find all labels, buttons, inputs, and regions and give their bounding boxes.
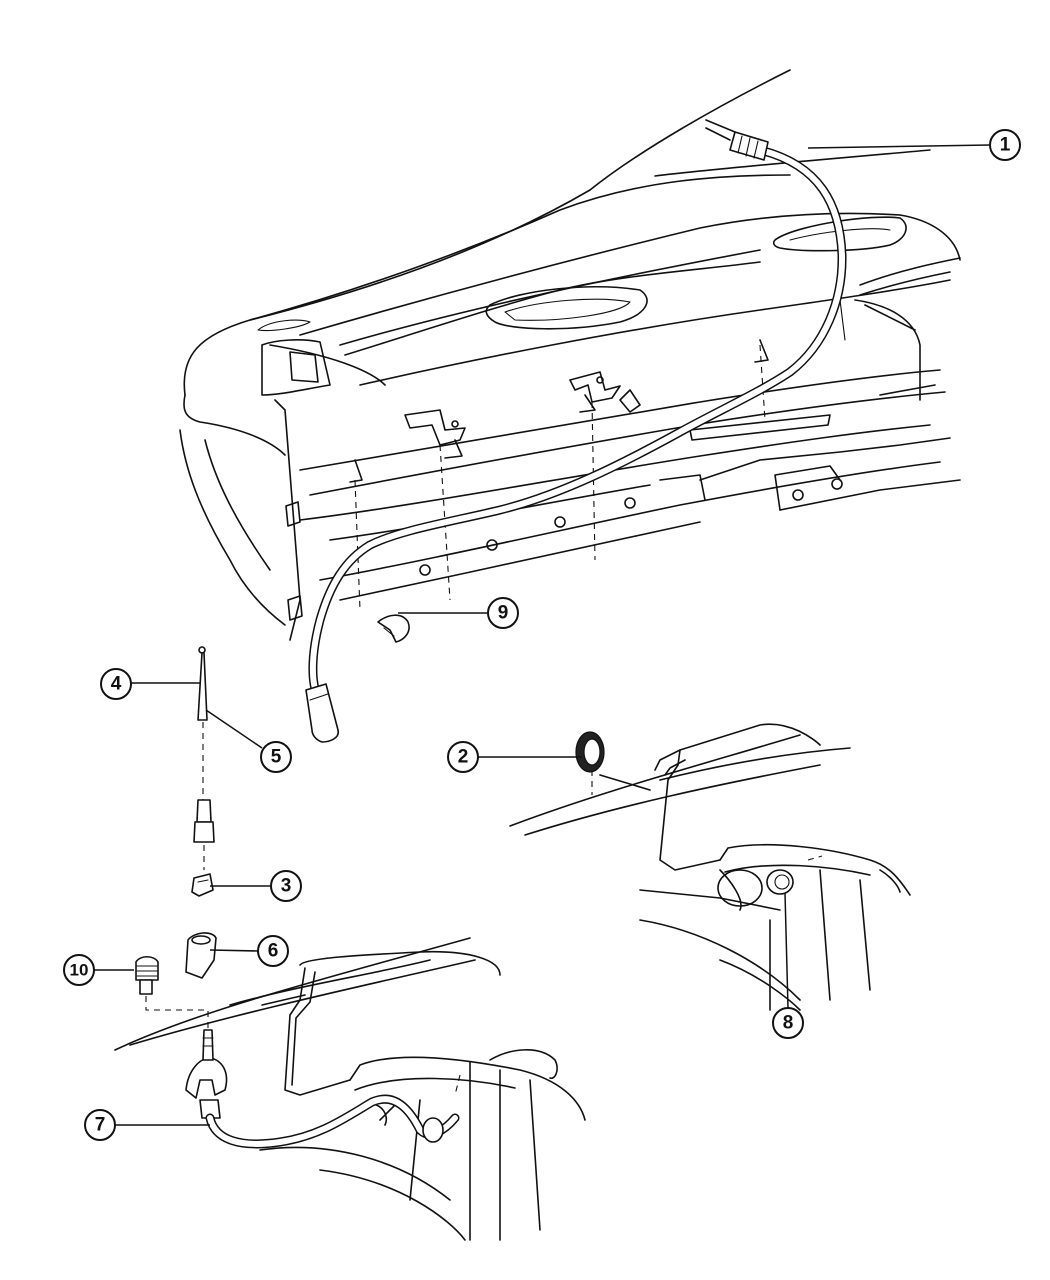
instrument-panel-view (179, 69, 961, 743)
callout-9: 9 (487, 597, 519, 629)
callout-10: 10 (63, 954, 95, 986)
callout-3: 3 (270, 870, 302, 902)
svg-text:2: 2 (458, 747, 469, 768)
callout-8: 8 (772, 1007, 804, 1039)
svg-text:6: 6 (268, 941, 279, 962)
fender-view-left (114, 937, 586, 1241)
callout-5: 5 (260, 741, 292, 773)
antenna-mast-assembly (135, 646, 217, 1030)
svg-text:7: 7 (95, 1115, 106, 1136)
svg-text:9: 9 (498, 603, 509, 624)
fender-view-right (509, 723, 911, 1011)
svg-text:3: 3 (281, 876, 292, 897)
svg-text:10: 10 (70, 961, 89, 980)
leader-lines (94, 144, 991, 1126)
svg-text:8: 8 (783, 1013, 794, 1034)
callout-7: 7 (84, 1109, 116, 1141)
callout-4: 4 (100, 668, 132, 700)
callout-1: 1 (989, 129, 1021, 161)
svg-text:4: 4 (111, 674, 122, 695)
callout-2: 2 (447, 741, 479, 773)
svg-text:1: 1 (1000, 135, 1011, 156)
svg-text:5: 5 (271, 747, 282, 768)
callout-6: 6 (257, 935, 289, 967)
